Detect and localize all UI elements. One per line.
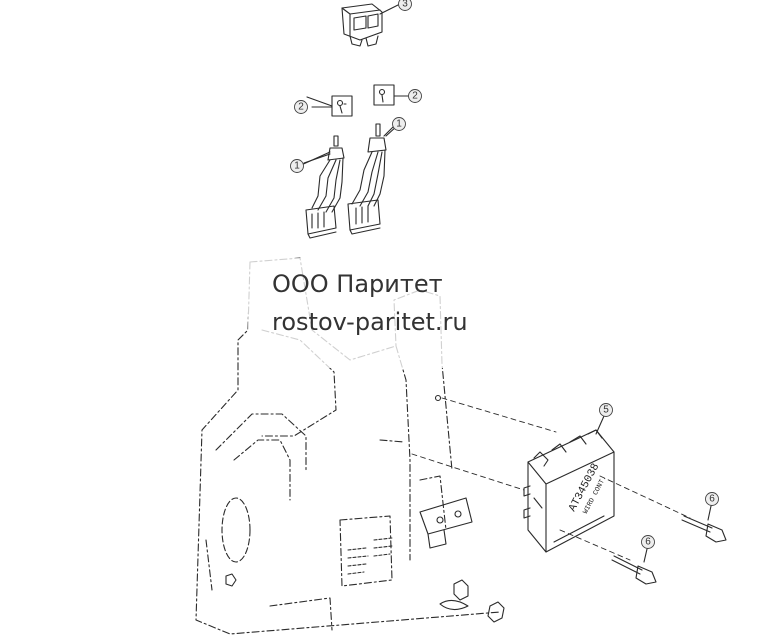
callout-2-left-label: 2 [298, 102, 304, 113]
callout-1-left: 1 [290, 159, 304, 173]
callout-6-lower-label: 6 [645, 537, 651, 548]
switch-connector-part [341, 3, 399, 47]
callout-5-label: 5 [603, 405, 609, 416]
callout-1-right-label: 1 [396, 119, 402, 130]
wire-harness-left [303, 135, 345, 239]
callout-6-upper: 6 [705, 492, 719, 506]
fastener-kit-left [311, 95, 353, 117]
callout-6-lower: 6 [641, 535, 655, 549]
bolt-lower [611, 555, 657, 585]
callout-5: 5 [599, 403, 613, 417]
assembly-lines [411, 397, 691, 561]
callout-1-left-label: 1 [294, 161, 300, 172]
ecu-controller [523, 429, 615, 553]
callout-2-right: 2 [408, 89, 422, 103]
fastener-kit-right [373, 84, 410, 106]
wire-harness-right [347, 123, 394, 235]
watermark-company: ООО Паритет [272, 270, 443, 298]
mounting-bracket [419, 497, 473, 549]
ecu-label: AT345038 WIRD CONT. [567, 462, 609, 516]
frame-oval-opening [221, 497, 251, 563]
bolt-upper [681, 515, 727, 543]
frame-label-marks [347, 537, 393, 575]
callout-3-label: 3 [402, 0, 408, 10]
frame-bottom-hardware [225, 394, 505, 623]
callout-6-upper-label: 6 [709, 494, 715, 505]
callout-3: 3 [398, 0, 412, 11]
callout-2-right-label: 2 [412, 91, 418, 102]
watermark-website: rostov-paritet.ru [272, 308, 468, 336]
callout-2-left: 2 [294, 100, 308, 114]
callout-1-right: 1 [392, 117, 406, 131]
watermark-backdrop [248, 258, 536, 368]
